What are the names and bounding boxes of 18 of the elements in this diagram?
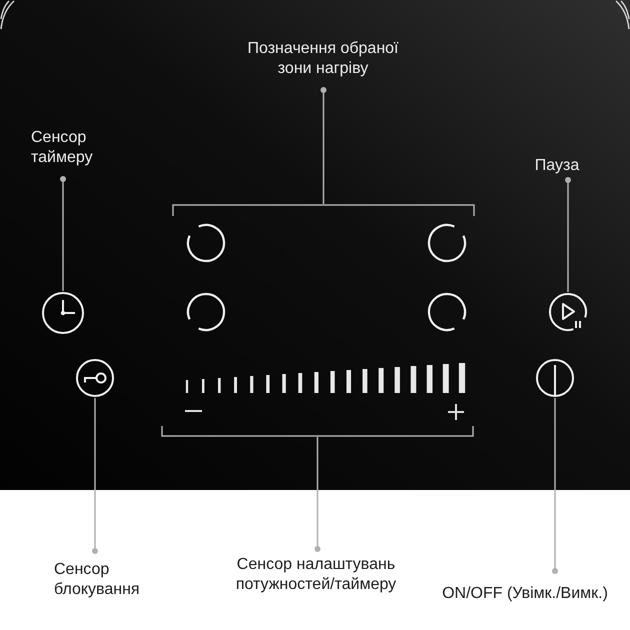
leader-line bbox=[92, 398, 98, 554]
callout-label: Позначення обраної зони нагріву bbox=[233, 39, 413, 79]
callout-label: Пауза bbox=[524, 156, 590, 176]
leader-line bbox=[314, 437, 320, 552]
callout-label: Сенсор налаштувань потужностей/таймеру bbox=[211, 555, 421, 595]
leader-line bbox=[320, 87, 326, 204]
clock-icon bbox=[41, 291, 85, 335]
callout-label: Сенсор блокування bbox=[54, 560, 158, 600]
leader-line bbox=[552, 398, 558, 574]
callout-label: ON/OFF (Увімк./Вимк.) bbox=[425, 584, 625, 604]
power-icon bbox=[535, 358, 575, 398]
key-icon bbox=[75, 358, 115, 398]
bracket bbox=[172, 204, 475, 216]
leader-line bbox=[565, 177, 571, 292]
play-pause-icon bbox=[548, 292, 588, 332]
leader-line bbox=[60, 176, 66, 291]
callout-label: Сенсор таймеру bbox=[31, 128, 107, 168]
bracket bbox=[161, 426, 474, 437]
